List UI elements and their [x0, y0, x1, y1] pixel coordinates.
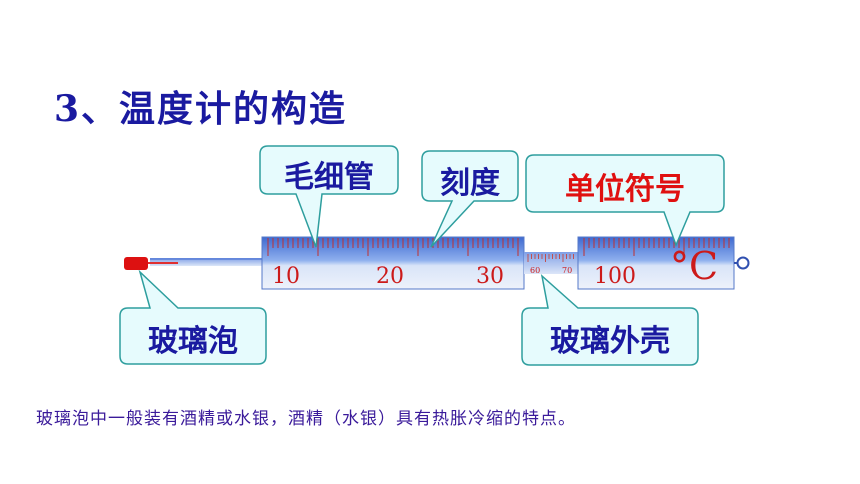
scale-number-70: 70: [562, 266, 573, 275]
callout-shell: [521, 273, 699, 366]
glass-bulb: [124, 257, 178, 270]
scale-number-60: 60: [530, 266, 541, 275]
label-bulb: 玻璃泡: [148, 324, 238, 359]
callout-bulb: [119, 269, 267, 365]
callout-scale: [421, 150, 519, 248]
page-title: 3、温度计的构造: [54, 88, 348, 130]
scale-number-30: 30: [476, 264, 504, 289]
scale-number-100: 100: [594, 264, 636, 289]
label-unit-symbol: 单位符号: [565, 172, 685, 207]
description-text: 玻璃泡中一般装有酒精或水银，酒精（水银）具有热胀冷缩的特点。: [36, 409, 576, 429]
callout-unit: [525, 154, 725, 248]
scale-number-20: 20: [376, 264, 404, 289]
label-capillary: 毛细管: [284, 160, 374, 195]
label-shell: 玻璃外壳: [550, 324, 670, 359]
scale-section-main: [261, 236, 525, 290]
scale-section-right: [577, 236, 735, 290]
glass-stem: [150, 258, 262, 266]
unit-symbol-celsius: °C: [670, 244, 719, 288]
end-loop: [734, 256, 750, 270]
callout-capillary: [259, 145, 399, 248]
scale-section-narrow: [524, 252, 578, 274]
scale-number-10: 10: [272, 264, 300, 289]
label-scale: 刻度: [440, 166, 500, 201]
